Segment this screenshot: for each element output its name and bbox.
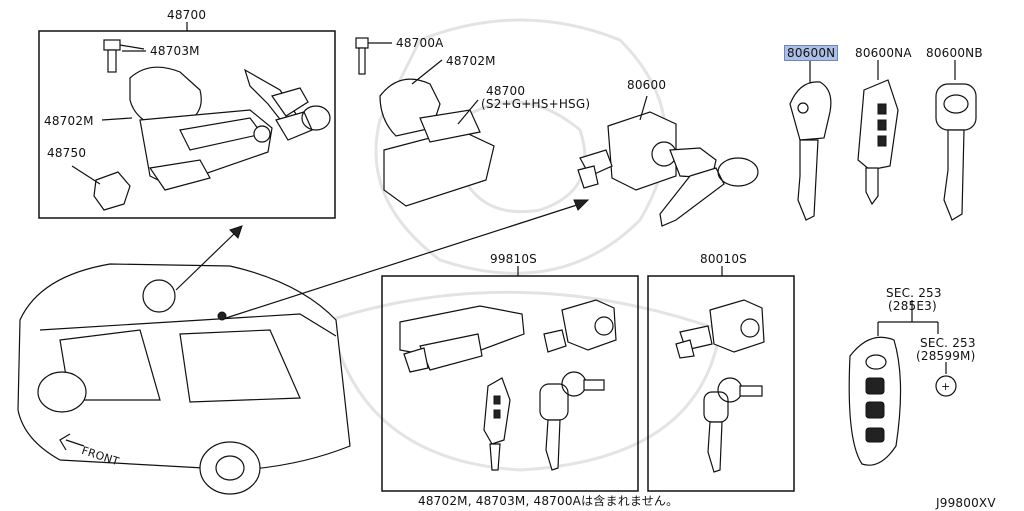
key-80600nb (935, 60, 977, 221)
footnote: 48702M, 48703M, 48700Aは含まれません。 (418, 494, 679, 508)
key-cylinder-set-80600 (577, 95, 759, 227)
vehicle-outline (17, 263, 351, 495)
label-sec253-a-code: (285E3) (888, 299, 937, 313)
ignition-switch-assembly (71, 39, 331, 211)
label-80010s: 80010S (700, 252, 747, 266)
label-48700-variant: 48700 (486, 84, 526, 98)
kit-99810s-parts (399, 299, 617, 471)
frame-80010s (647, 275, 795, 492)
label-80600nb: 80600NB (926, 46, 983, 60)
label-48702m-left: 48702M (44, 114, 94, 128)
battery-icon (935, 375, 957, 397)
key-80600n (789, 60, 832, 221)
label-sec253-a: SEC. 253 (886, 286, 942, 300)
front-arrow (59, 433, 85, 451)
label-80600: 80600 (627, 78, 667, 92)
label-48750: 48750 (47, 146, 87, 160)
frame-99810s (381, 275, 639, 492)
svg-text:+: + (941, 380, 950, 393)
kit-80010s-parts (675, 299, 765, 473)
key-fob-80600na (857, 60, 899, 206)
watermark-emblem (328, 18, 722, 472)
label-48702m-right: 48702M (446, 54, 496, 68)
label-80600na: 80600NA (855, 46, 912, 60)
label-80600n-highlighted[interactable]: 80600N (784, 45, 839, 61)
label-sec253-b-code: (28599M) (916, 349, 976, 363)
label-48700a: 48700A (396, 36, 444, 50)
label-48703m: 48703M (150, 44, 200, 58)
ignition-switch-variant (355, 37, 495, 207)
diagram-id: J99800XV (936, 496, 996, 510)
label-sec253-b: SEC. 253 (920, 336, 976, 350)
label-99810s: 99810S (490, 252, 537, 266)
intelligent-key (848, 336, 902, 466)
label-48700-variant-note: (S2+G+HS+HSG) (481, 97, 591, 111)
label-48700: 48700 (167, 8, 207, 22)
